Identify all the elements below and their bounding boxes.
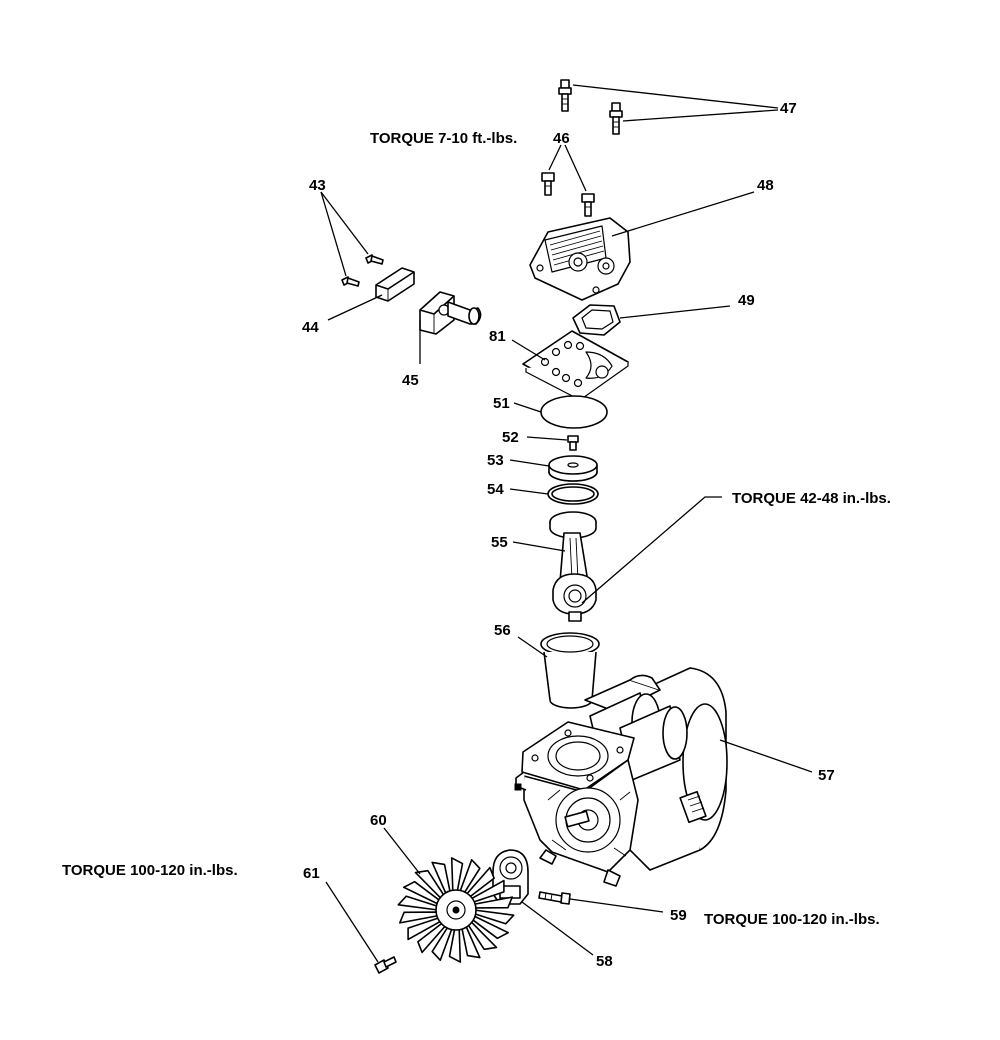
label-part-58: 58 xyxy=(596,953,613,970)
bolt-46-b xyxy=(581,193,595,217)
part-61-fan-bolt xyxy=(325,881,397,974)
part-57-motor-crankcase xyxy=(514,667,813,887)
label-part-46: 46 xyxy=(553,130,570,147)
part-48-cylinder-head xyxy=(529,191,755,301)
part-45-crank xyxy=(419,291,482,364)
label-part-52: 52 xyxy=(502,429,519,446)
part-81-valve-plate xyxy=(511,330,629,401)
label-part-54: 54 xyxy=(487,481,504,498)
part-53-retainer xyxy=(509,455,598,482)
torque-note-bearing-bolt: TORQUE 100-120 in.-lbs. xyxy=(704,911,880,928)
label-part-47: 47 xyxy=(780,100,797,117)
part-54-piston-ring xyxy=(509,483,599,505)
label-part-81: 81 xyxy=(489,328,506,345)
screw-43-b xyxy=(341,276,360,287)
label-part-44: 44 xyxy=(302,319,319,336)
part-49-gasket xyxy=(572,304,731,336)
part-47-long-bolts xyxy=(558,79,779,135)
torque-note-head-bolts: TORQUE 7-10 ft.-lbs. xyxy=(370,130,517,147)
label-part-59: 59 xyxy=(670,907,687,924)
label-part-43: 43 xyxy=(309,177,326,194)
torque-note-connecting-rod: TORQUE 42-48 in.-lbs. xyxy=(732,490,891,507)
label-part-49: 49 xyxy=(738,292,755,309)
screw-43-a xyxy=(365,254,384,265)
bolt-47-a xyxy=(558,79,572,112)
label-part-60: 60 xyxy=(370,812,387,829)
part-46-short-bolts xyxy=(541,144,595,217)
part-52-screw xyxy=(526,435,579,451)
label-part-45: 45 xyxy=(402,372,419,389)
part-60-cooling-fan xyxy=(383,827,515,963)
part-59-bolt xyxy=(538,891,664,913)
label-part-61: 61 xyxy=(303,865,320,882)
part-43-screws xyxy=(320,191,384,287)
part-44-block xyxy=(327,267,415,321)
part-number-labels: 47 46 48 43 49 44 81 45 51 52 53 54 55 5… xyxy=(302,100,835,970)
bolt-46-a xyxy=(541,172,555,196)
label-part-51: 51 xyxy=(493,395,510,412)
fan-blades xyxy=(397,857,515,963)
label-part-56: 56 xyxy=(494,622,511,639)
label-part-55: 55 xyxy=(491,534,508,551)
torque-notes: TORQUE 7-10 ft.-lbs. TORQUE 42-48 in.-lb… xyxy=(62,130,891,928)
label-part-57: 57 xyxy=(818,767,835,784)
label-part-53: 53 xyxy=(487,452,504,469)
label-part-48: 48 xyxy=(757,177,774,194)
part-55-connecting-rod xyxy=(512,496,722,622)
torque-note-fan-bolt: TORQUE 100-120 in.-lbs. xyxy=(62,862,238,879)
bolt-47-b xyxy=(609,102,623,135)
part-56-cylinder-sleeve xyxy=(517,632,600,709)
part-51-o-ring xyxy=(513,395,608,429)
